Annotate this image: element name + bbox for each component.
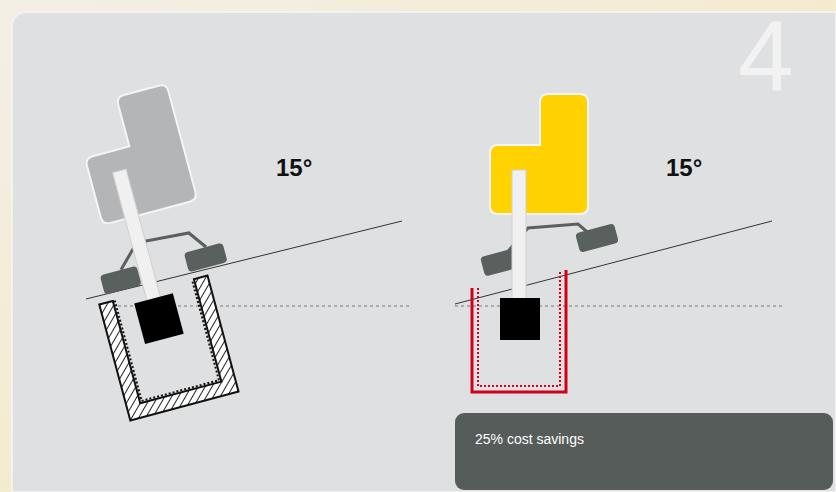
step-number: 4 <box>738 6 794 106</box>
slope-line <box>455 221 772 304</box>
upright-machine <box>472 94 619 392</box>
tilted-machine <box>49 80 261 420</box>
panel <box>12 12 836 492</box>
angle-label: 15° <box>276 156 312 180</box>
box-text: 25% cost savings <box>475 431 813 447</box>
result-box: 25% cost savings <box>455 413 833 490</box>
angle-label: 15° <box>666 156 702 180</box>
